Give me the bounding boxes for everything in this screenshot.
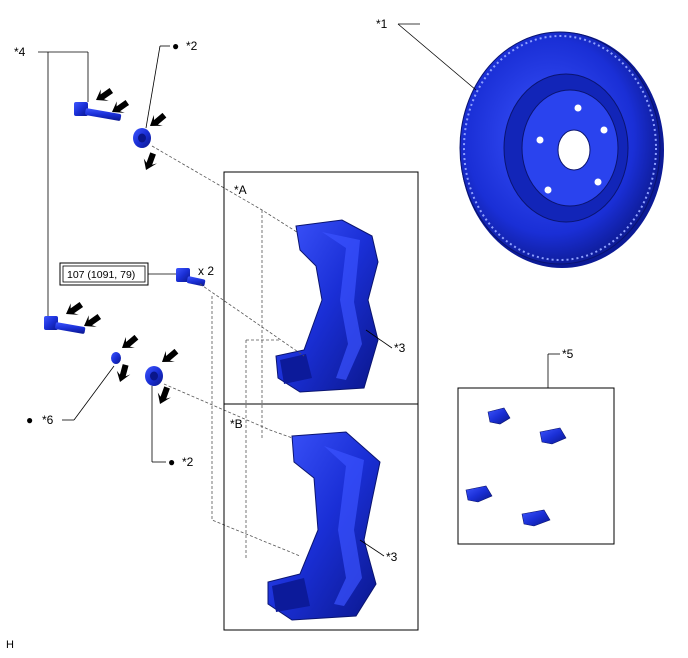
- dust-boot: [111, 352, 121, 364]
- bolt-lower: [44, 316, 86, 334]
- callout-2b: *2: [182, 455, 194, 469]
- bushing-lower: [145, 366, 163, 386]
- callout-2a: *2: [186, 39, 198, 53]
- pad-clips: [465, 407, 567, 527]
- callout-6: *6: [42, 413, 54, 427]
- caliper-b: [267, 431, 381, 621]
- caliper-a: [275, 219, 379, 393]
- bullet-2b: ●: [168, 455, 175, 469]
- panel-5: [457, 387, 615, 545]
- torque-spec: 107 (1091, 79): [59, 262, 149, 286]
- torque-qty: x 2: [198, 264, 214, 278]
- callout-4: *4: [14, 45, 26, 59]
- bullet-6: ●: [26, 413, 33, 427]
- panel-b: [223, 403, 419, 631]
- bolt-mounting: [176, 268, 206, 287]
- brake-disc: [459, 31, 664, 268]
- callout-3b: *3: [386, 550, 398, 564]
- panel-label-a: *A: [234, 183, 247, 197]
- bullet-2a: ●: [172, 39, 179, 53]
- torque-value: 107 (1091, 79): [67, 269, 135, 281]
- corner-mark: H: [6, 639, 14, 651]
- callout-1: *1: [376, 17, 388, 31]
- callout-5: *5: [562, 347, 574, 361]
- bolt-upper: [74, 102, 122, 121]
- callout-3a: *3: [394, 341, 406, 355]
- panel-label-b: *B: [230, 417, 243, 431]
- bushing-upper: [133, 128, 151, 148]
